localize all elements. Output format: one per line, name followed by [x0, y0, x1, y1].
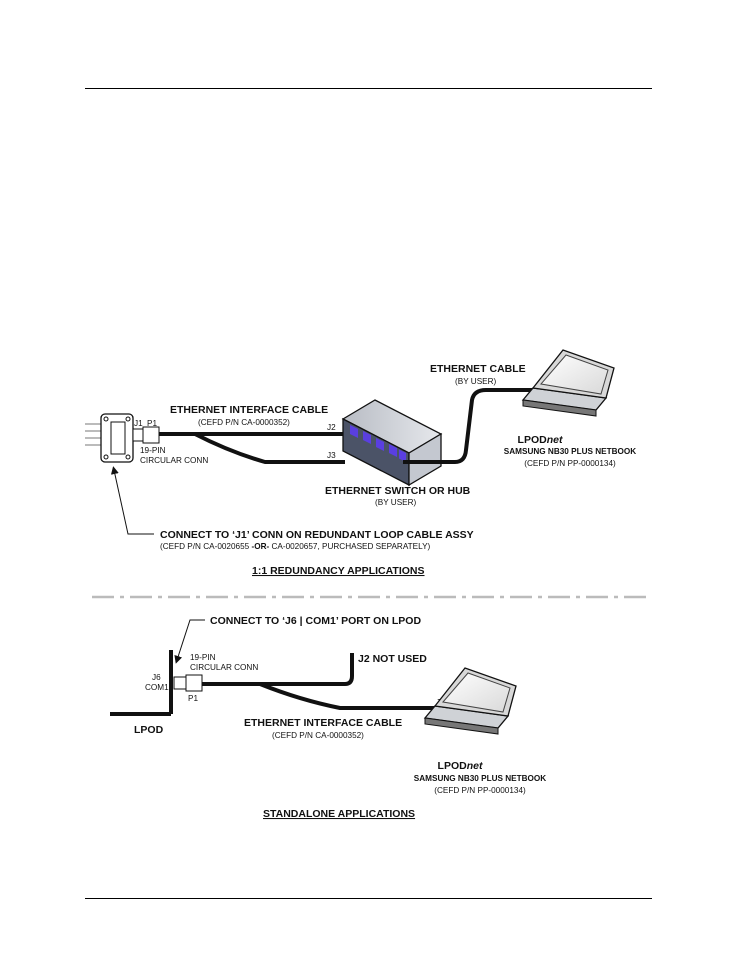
- netbook-name: LPODnet: [518, 434, 563, 446]
- standalone-caption: STANDALONE APPLICATIONS: [263, 808, 415, 820]
- j2-label: J2: [327, 423, 336, 432]
- standalone-netbook-pn: (CEFD P/N PP-0000134): [434, 786, 526, 795]
- netbook-pn: (CEFD P/N PP-0000134): [524, 459, 616, 468]
- interface-cable: [159, 432, 345, 464]
- j1-label: J1: [134, 419, 143, 428]
- standalone-interface-cable-pn: (CEFD P/N CA-0000352): [272, 731, 364, 740]
- interface-cable-pn: (CEFD P/N CA-0000352): [198, 418, 290, 427]
- ethernet-cable-title: ETHERNET CABLE: [430, 363, 526, 375]
- interface-cable-title: ETHERNET INTERFACE CABLE: [170, 404, 328, 416]
- standalone-p1-plug: [173, 674, 203, 692]
- com1-label: COM1: [145, 683, 169, 692]
- standalone-netbook: [423, 667, 517, 735]
- conn-line1: 19-PIN: [140, 446, 166, 455]
- ethernet-switch: [341, 399, 443, 487]
- p1-label: P1: [147, 419, 157, 428]
- lpod-label: LPOD: [134, 724, 164, 736]
- netbook-top: [521, 349, 615, 417]
- netbook-model: SAMSUNG NB30 PLUS NETBOOK: [504, 447, 636, 456]
- standalone-conn-line1: 19-PIN: [190, 653, 216, 662]
- switch-note: (BY USER): [375, 498, 417, 507]
- lpod-panel: [110, 650, 173, 716]
- j6-leader-arrow: [174, 619, 205, 664]
- connect-j6-title: CONNECT TO ‘J6 | COM1’ PORT ON LPOD: [210, 615, 421, 627]
- connect-j1-title: CONNECT TO ‘J1’ CONN ON REDUNDANT LOOP C…: [160, 529, 474, 541]
- j1-leader-arrow: [110, 466, 154, 535]
- ethernet-cable-note: (BY USER): [455, 377, 497, 386]
- header-rule: [85, 88, 652, 89]
- ethernet-cable: [403, 388, 540, 464]
- switch-ports: [350, 424, 406, 463]
- switch-title: ETHERNET SWITCH OR HUB: [325, 485, 471, 497]
- standalone-netbook-name: LPODnet: [438, 760, 483, 772]
- standalone-cable: [202, 653, 452, 710]
- redundancy-caption: 1:1 REDUNDANCY APPLICATIONS: [252, 565, 425, 577]
- footer-rule: [85, 898, 652, 899]
- standalone-conn-line2: CIRCULAR CONN: [190, 663, 258, 672]
- j2-not-used: J2 NOT USED: [358, 653, 427, 665]
- connect-j1-note: (CEFD P/N CA-0020655 -OR- CA-0020657, PU…: [160, 542, 431, 551]
- p1-plug: [132, 426, 160, 444]
- standalone-interface-cable-title: ETHERNET INTERFACE CABLE: [244, 717, 402, 729]
- top-wires: [85, 423, 101, 446]
- conn-line2: CIRCULAR CONN: [140, 456, 208, 465]
- j6-label: J6: [152, 673, 161, 682]
- standalone-netbook-model: SAMSUNG NB30 PLUS NETBOOK: [414, 774, 546, 783]
- j1-connector: [100, 413, 134, 463]
- j3-label: J3: [327, 451, 336, 460]
- standalone-p1-label: P1: [188, 694, 198, 703]
